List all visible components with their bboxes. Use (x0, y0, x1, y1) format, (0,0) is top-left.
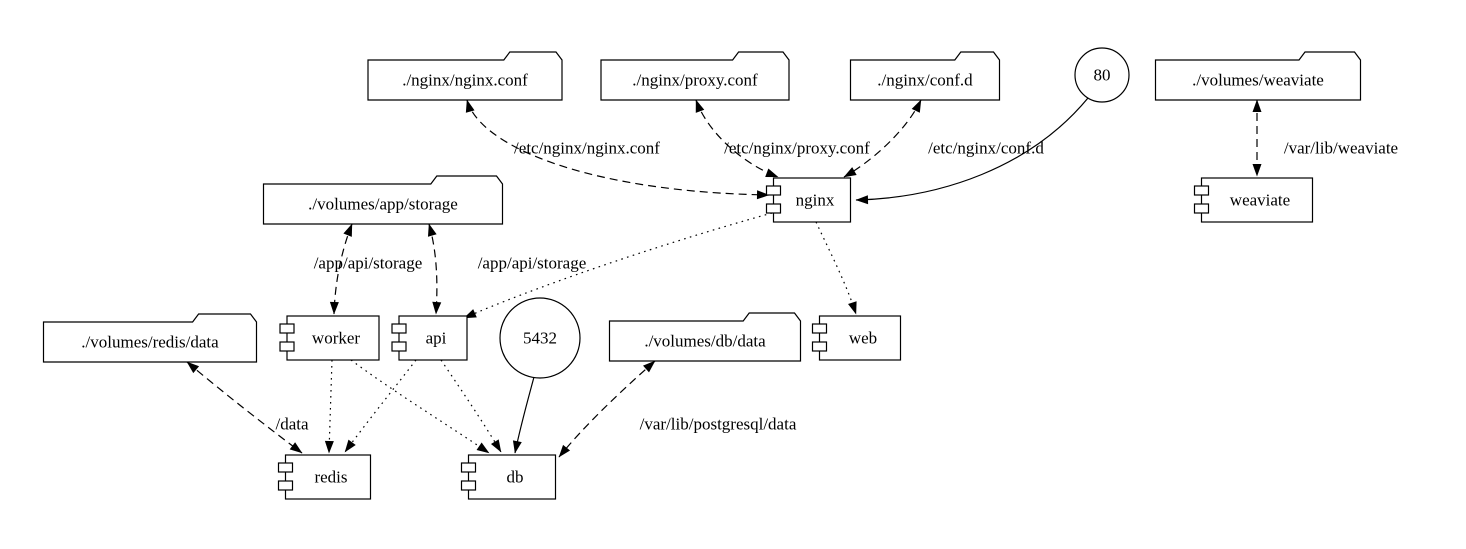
node-label-web: web (849, 329, 877, 348)
edge-label-vol_weaviate-weaviate: /var/lib/weaviate (1284, 139, 1398, 158)
node-label-port_5432: 5432 (523, 329, 557, 348)
node-worker: worker (279, 315, 380, 361)
folder-icon (1154, 51, 1362, 101)
edge-label-vol_app_storage-worker: /app/api/storage (314, 254, 423, 273)
edge-api-db (440, 359, 502, 453)
node-label-conf_d: ./nginx/conf.d (877, 71, 973, 90)
node-label-proxy_conf: ./nginx/proxy.conf (632, 71, 758, 90)
edge-vol_app_storage-worker (329, 223, 353, 315)
node-vol_weaviate: ./volumes/weaviate (1154, 51, 1362, 101)
port-circle-icon (1074, 47, 1130, 103)
folder-icon (849, 51, 1001, 101)
component-tab-icon (460, 480, 477, 491)
node-label-worker: worker (312, 329, 360, 348)
component-body (467, 454, 557, 500)
component-tab-icon (1193, 185, 1210, 196)
edge-port_5432-db (512, 376, 535, 454)
edge-port_80-nginx (855, 97, 1089, 205)
node-label-db: db (507, 468, 524, 487)
component-tab-icon (765, 185, 782, 196)
edge-vol_redis_data-redis (186, 361, 303, 454)
edge-label-proxy_conf-nginx: /etc/nginx/proxy.conf (724, 139, 870, 158)
node-label-weaviate: weaviate (1230, 191, 1290, 210)
component-tab-icon (1193, 203, 1210, 214)
node-db: db (460, 454, 557, 500)
component-tab-icon (279, 341, 295, 352)
component-tab-icon (811, 341, 828, 352)
node-nginx: nginx (765, 177, 852, 223)
port-circle-icon (499, 297, 581, 379)
component-tab-icon (391, 341, 407, 352)
edge-vol_app_storage-api (427, 223, 442, 315)
edge-proxy_conf-nginx (695, 99, 779, 178)
node-api: api (391, 315, 468, 361)
node-port_80: 80 (1074, 47, 1130, 103)
component-body (284, 454, 372, 500)
folder-icon (608, 312, 802, 362)
folder-icon (367, 51, 563, 101)
edge-label-vol_redis_data-redis: /data (275, 415, 308, 434)
edge-label-vol_app_storage-api: /app/api/storage (478, 254, 587, 273)
edge-label-vol_db_data-db: /var/lib/postgresql/data (640, 415, 797, 434)
node-label-redis: redis (314, 468, 347, 487)
component-body (398, 315, 468, 361)
edge-worker-db (350, 359, 490, 454)
folder-icon (600, 51, 790, 101)
edge-nginx_conf-nginx (465, 99, 770, 200)
component-tab-icon (391, 323, 407, 334)
edge-conf_d-nginx (843, 99, 922, 178)
node-label-vol_redis_data: ./volumes/redis/data (81, 333, 219, 352)
component-tab-icon (811, 323, 828, 334)
component-tab-icon (460, 462, 477, 473)
component-tab-icon (277, 462, 294, 473)
component-body (286, 315, 380, 361)
node-label-port_80: 80 (1094, 66, 1111, 85)
node-label-api: api (426, 329, 447, 348)
component-body (772, 177, 852, 223)
node-proxy_conf: ./nginx/proxy.conf (600, 51, 790, 101)
node-vol_redis_data: ./volumes/redis/data (42, 313, 258, 363)
node-port_5432: 5432 (499, 297, 581, 379)
node-conf_d: ./nginx/conf.d (849, 51, 1001, 101)
edge-api-redis (344, 359, 417, 453)
edge-vol_db_data-db (558, 360, 656, 458)
node-nginx_conf: ./nginx/nginx.conf (367, 51, 563, 101)
edge-label-nginx_conf-nginx: /etc/nginx/nginx.conf (514, 139, 660, 158)
edge-nginx-web (815, 221, 857, 315)
edge-label-conf_d-nginx: /etc/nginx/conf.d (928, 139, 1044, 158)
edge-worker-redis (324, 359, 334, 454)
folder-icon (42, 313, 258, 363)
node-weaviate: weaviate (1193, 177, 1314, 223)
node-label-nginx_conf: ./nginx/nginx.conf (402, 71, 528, 90)
node-label-vol_weaviate: ./volumes/weaviate (1192, 71, 1324, 90)
component-body (1200, 177, 1314, 223)
node-label-vol_db_data: ./volumes/db/data (644, 332, 766, 351)
folder-icon (262, 175, 504, 225)
node-vol_app_storage: ./volumes/app/storage (262, 175, 504, 225)
node-label-vol_app_storage: ./volumes/app/storage (308, 195, 458, 214)
node-web: web (811, 315, 902, 361)
node-label-nginx: nginx (796, 191, 835, 210)
node-redis: redis (277, 454, 372, 500)
component-tab-icon (765, 203, 782, 214)
component-tab-icon (277, 480, 294, 491)
edge-nginx-api (463, 212, 773, 319)
component-body (818, 315, 902, 361)
component-tab-icon (279, 323, 295, 334)
node-vol_db_data: ./volumes/db/data (608, 312, 802, 362)
